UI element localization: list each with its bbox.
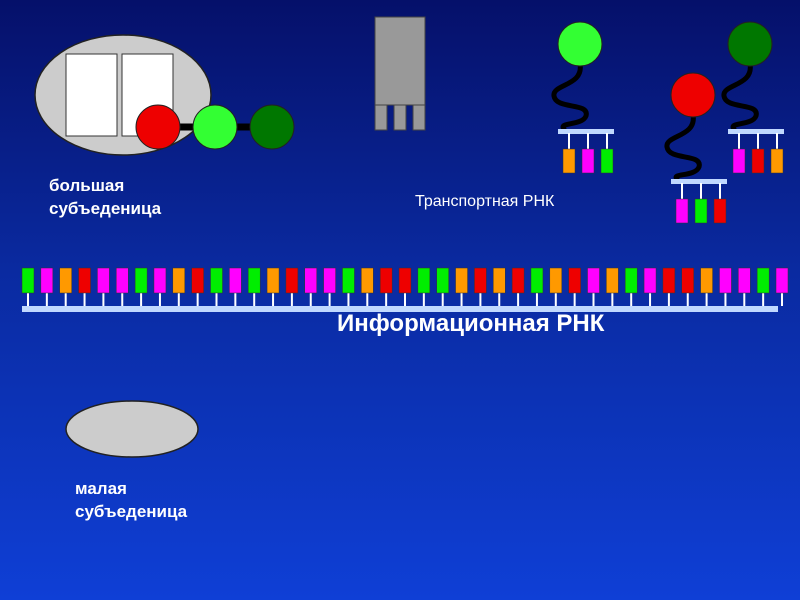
trna-amino-acid	[557, 21, 603, 67]
trna-molecule	[721, 21, 784, 174]
trna-amino-acid	[727, 21, 773, 67]
mrna-nucleotide	[549, 267, 563, 294]
mrna-nucleotide	[568, 267, 581, 294]
mrna-nucleotide	[681, 267, 694, 294]
mrna-nucleotide	[285, 267, 299, 294]
small-subunit-label-line2: субъеденица	[75, 502, 188, 521]
anticodon-nucleotide	[562, 148, 576, 174]
amino-acid	[192, 104, 238, 150]
trna-label: Транспортная РНК	[415, 193, 555, 210]
mrna-nucleotide	[474, 267, 487, 294]
mrna-nucleotide	[398, 267, 412, 294]
mrna-nucleotide	[229, 267, 242, 294]
p-site	[65, 53, 118, 137]
trna-backbone	[551, 61, 589, 132]
small-subunit	[65, 400, 199, 458]
mrna-nucleotide	[417, 267, 431, 294]
trna-backbone	[664, 112, 702, 182]
mrna-nucleotide	[342, 267, 355, 294]
mrna-nucleotide	[78, 267, 91, 294]
trna-stem-block	[374, 16, 426, 131]
trna-molecule	[551, 21, 614, 174]
mrna-nucleotide	[379, 267, 393, 294]
mrna-nucleotide	[21, 267, 35, 294]
mrna-nucleotide	[97, 267, 110, 294]
anticodon-nucleotide	[694, 198, 708, 224]
anticodon-bar	[728, 129, 784, 134]
trna-backbone	[721, 61, 759, 132]
trna-stem-leg	[412, 104, 426, 131]
mrna-nucleotide	[436, 267, 449, 294]
mrna-nucleotide	[587, 267, 600, 294]
trna-stem-leg	[374, 104, 388, 131]
mrna-strand	[21, 267, 789, 312]
large-subunit-label-line1: большая	[49, 176, 125, 195]
trna-molecule	[664, 72, 727, 224]
mrna-nucleotide	[172, 267, 186, 294]
anticodon-nucleotide	[770, 148, 784, 174]
mrna-nucleotide	[738, 267, 751, 294]
large-subunit-label-line2: субъеденица	[49, 199, 162, 218]
mrna-nucleotide	[493, 267, 506, 294]
mrna-backbone	[22, 306, 778, 312]
small-subunit-label-line1: малая	[75, 479, 127, 498]
mrna-nucleotide	[153, 267, 167, 294]
amino-acid	[135, 104, 181, 150]
mrna-nucleotide	[134, 267, 148, 294]
anticodon-nucleotide	[600, 148, 614, 174]
mrna-nucleotide	[191, 267, 204, 294]
mrna-nucleotide	[530, 267, 544, 294]
anticodon-bar	[558, 129, 614, 134]
mrna-nucleotide	[455, 267, 468, 294]
trna-stem-leg	[393, 104, 407, 131]
peptide-chain	[135, 104, 295, 150]
mrna-nucleotide	[59, 267, 72, 294]
mrna-nucleotide	[116, 267, 129, 294]
anticodon-nucleotide	[713, 198, 727, 224]
mrna-nucleotide	[40, 267, 54, 294]
trna-amino-acid	[670, 72, 716, 118]
amino-acid	[249, 104, 295, 150]
mrna-nucleotide	[266, 267, 280, 294]
mrna-nucleotide	[606, 267, 619, 294]
mrna-nucleotide	[361, 267, 374, 294]
anticodon-nucleotide	[675, 198, 689, 224]
mrna-nucleotide	[719, 267, 732, 294]
small-subunit-label: малая субъеденица	[75, 477, 187, 523]
anticodon-nucleotide	[751, 148, 765, 174]
mrna-nucleotide	[624, 267, 638, 294]
trna-stem-body	[374, 16, 426, 106]
mrna-nucleotide	[210, 267, 223, 294]
mrna-label: Информационная РНК	[337, 310, 605, 337]
mrna-nucleotide	[247, 267, 261, 294]
trna-group	[551, 21, 784, 224]
large-subunit	[34, 34, 212, 156]
mrna-nucleotide	[775, 267, 789, 294]
anticodon-nucleotide	[732, 148, 746, 174]
mrna-nucleotide	[643, 267, 657, 294]
large-subunit-label: большая субъеденица	[49, 174, 161, 220]
anticodon-bar	[671, 179, 727, 184]
mrna-nucleotide	[511, 267, 525, 294]
mrna-nucleotide	[700, 267, 713, 294]
mrna-nucleotide	[662, 267, 676, 294]
mrna-nucleotide	[323, 267, 336, 294]
anticodon-nucleotide	[581, 148, 595, 174]
mrna-nucleotide	[756, 267, 770, 294]
mrna-nucleotide	[304, 267, 317, 294]
